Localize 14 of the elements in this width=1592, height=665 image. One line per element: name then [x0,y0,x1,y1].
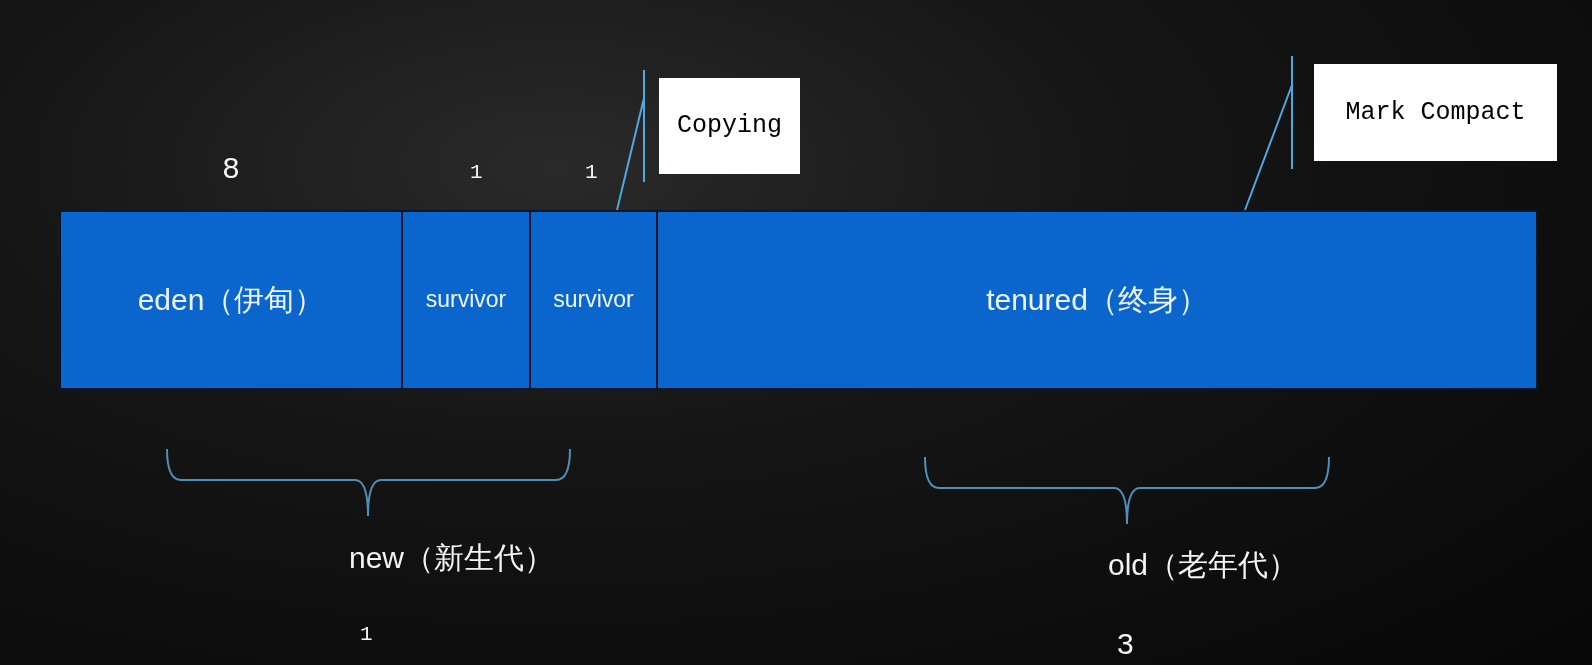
generation-label: old（老年代） [1108,548,1299,583]
callout-box: Mark Compact [1291,56,1557,169]
heap-segment: tenured（终身） [656,210,1538,390]
generation-label: new（新生代） [349,541,555,576]
ratio-number: 1 [585,161,598,186]
ratio-number: 1 [470,161,483,186]
heap-segment: survivor [529,210,658,390]
heap-segment: eden（伊甸） [59,210,403,390]
ratio-number: 8 [222,153,240,188]
leader-line [1244,84,1293,211]
ratio-number: 3 [1117,627,1134,662]
ratio-number: 1 [360,623,373,648]
callout-box: Copying [643,70,800,182]
heap-segment: survivor [401,210,531,390]
